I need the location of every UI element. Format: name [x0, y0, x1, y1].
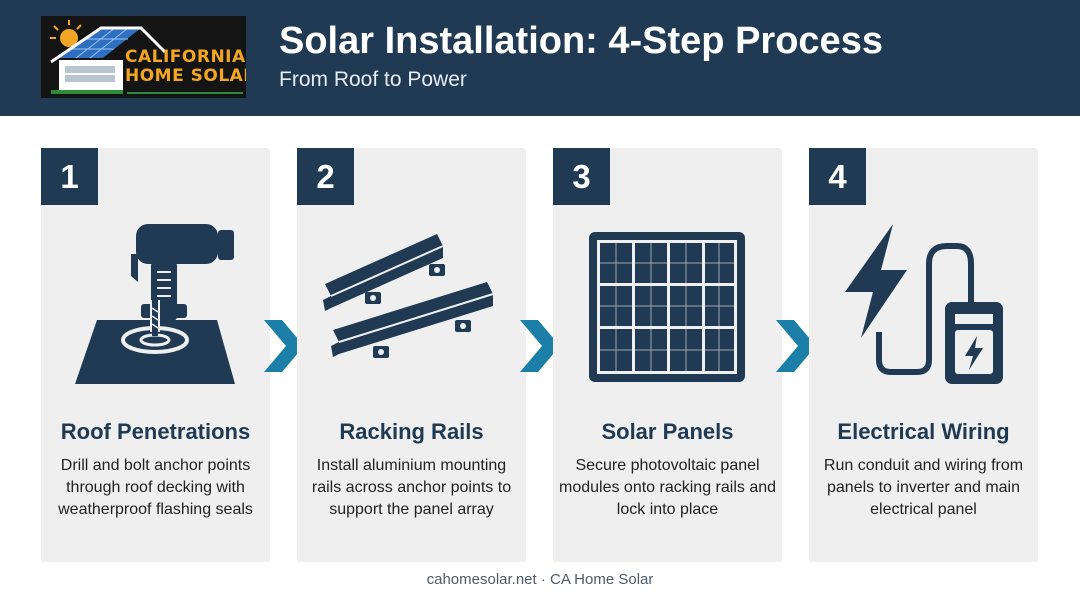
chevron-right-icon	[264, 320, 304, 372]
house-solar-logo-icon	[50, 20, 167, 94]
step-title: Electrical Wiring	[837, 419, 1010, 444]
step-number: 2	[297, 148, 354, 205]
step-card-solar-panels: 3	[553, 148, 782, 562]
logo-line-1: CALIFORNIA	[125, 47, 246, 67]
step-title: Racking Rails	[339, 419, 484, 444]
step-description: Run conduit and wiring from panels to in…	[823, 457, 1024, 518]
logo-underline	[127, 92, 243, 94]
chevron-right-icon	[776, 320, 816, 372]
solar-panel-icon	[553, 212, 782, 402]
step-number: 3	[553, 148, 610, 205]
footer-credit: cahomesolar.net · CA Home Solar	[426, 571, 654, 588]
step-description: Drill and bolt anchor points through roo…	[58, 457, 253, 518]
step-description: Install aluminium mounting rails across …	[311, 457, 512, 518]
page-subtitle: From Roof to Power	[279, 68, 467, 91]
step-card-electrical-wiring: 4 Electrical Wiring Run conduit and wiri…	[809, 148, 1038, 562]
logo-line-2: HOME SOLAR	[125, 66, 246, 86]
step-title: Solar Panels	[601, 419, 734, 444]
step-title: Roof Penetrations	[60, 419, 251, 444]
electrical-wiring-icon	[809, 212, 1038, 402]
step-number: 1	[41, 148, 98, 205]
step-card-roof-penetrations: 1	[41, 148, 270, 562]
drill-icon	[41, 212, 270, 402]
step-description: Secure photovoltaic panel modules onto r…	[559, 457, 777, 518]
step-card-racking-rails: 2	[297, 148, 526, 562]
step-number: 4	[809, 148, 866, 205]
page-title: Solar Installation: 4-Step Process	[279, 20, 883, 62]
rails-icon	[297, 212, 526, 402]
chevron-right-icon	[520, 320, 560, 372]
california-home-solar-logo: CALIFORNIA HOME SOLAR	[41, 16, 246, 98]
header-banner: CALIFORNIA HOME SOLAR Solar Installation…	[0, 0, 1080, 116]
